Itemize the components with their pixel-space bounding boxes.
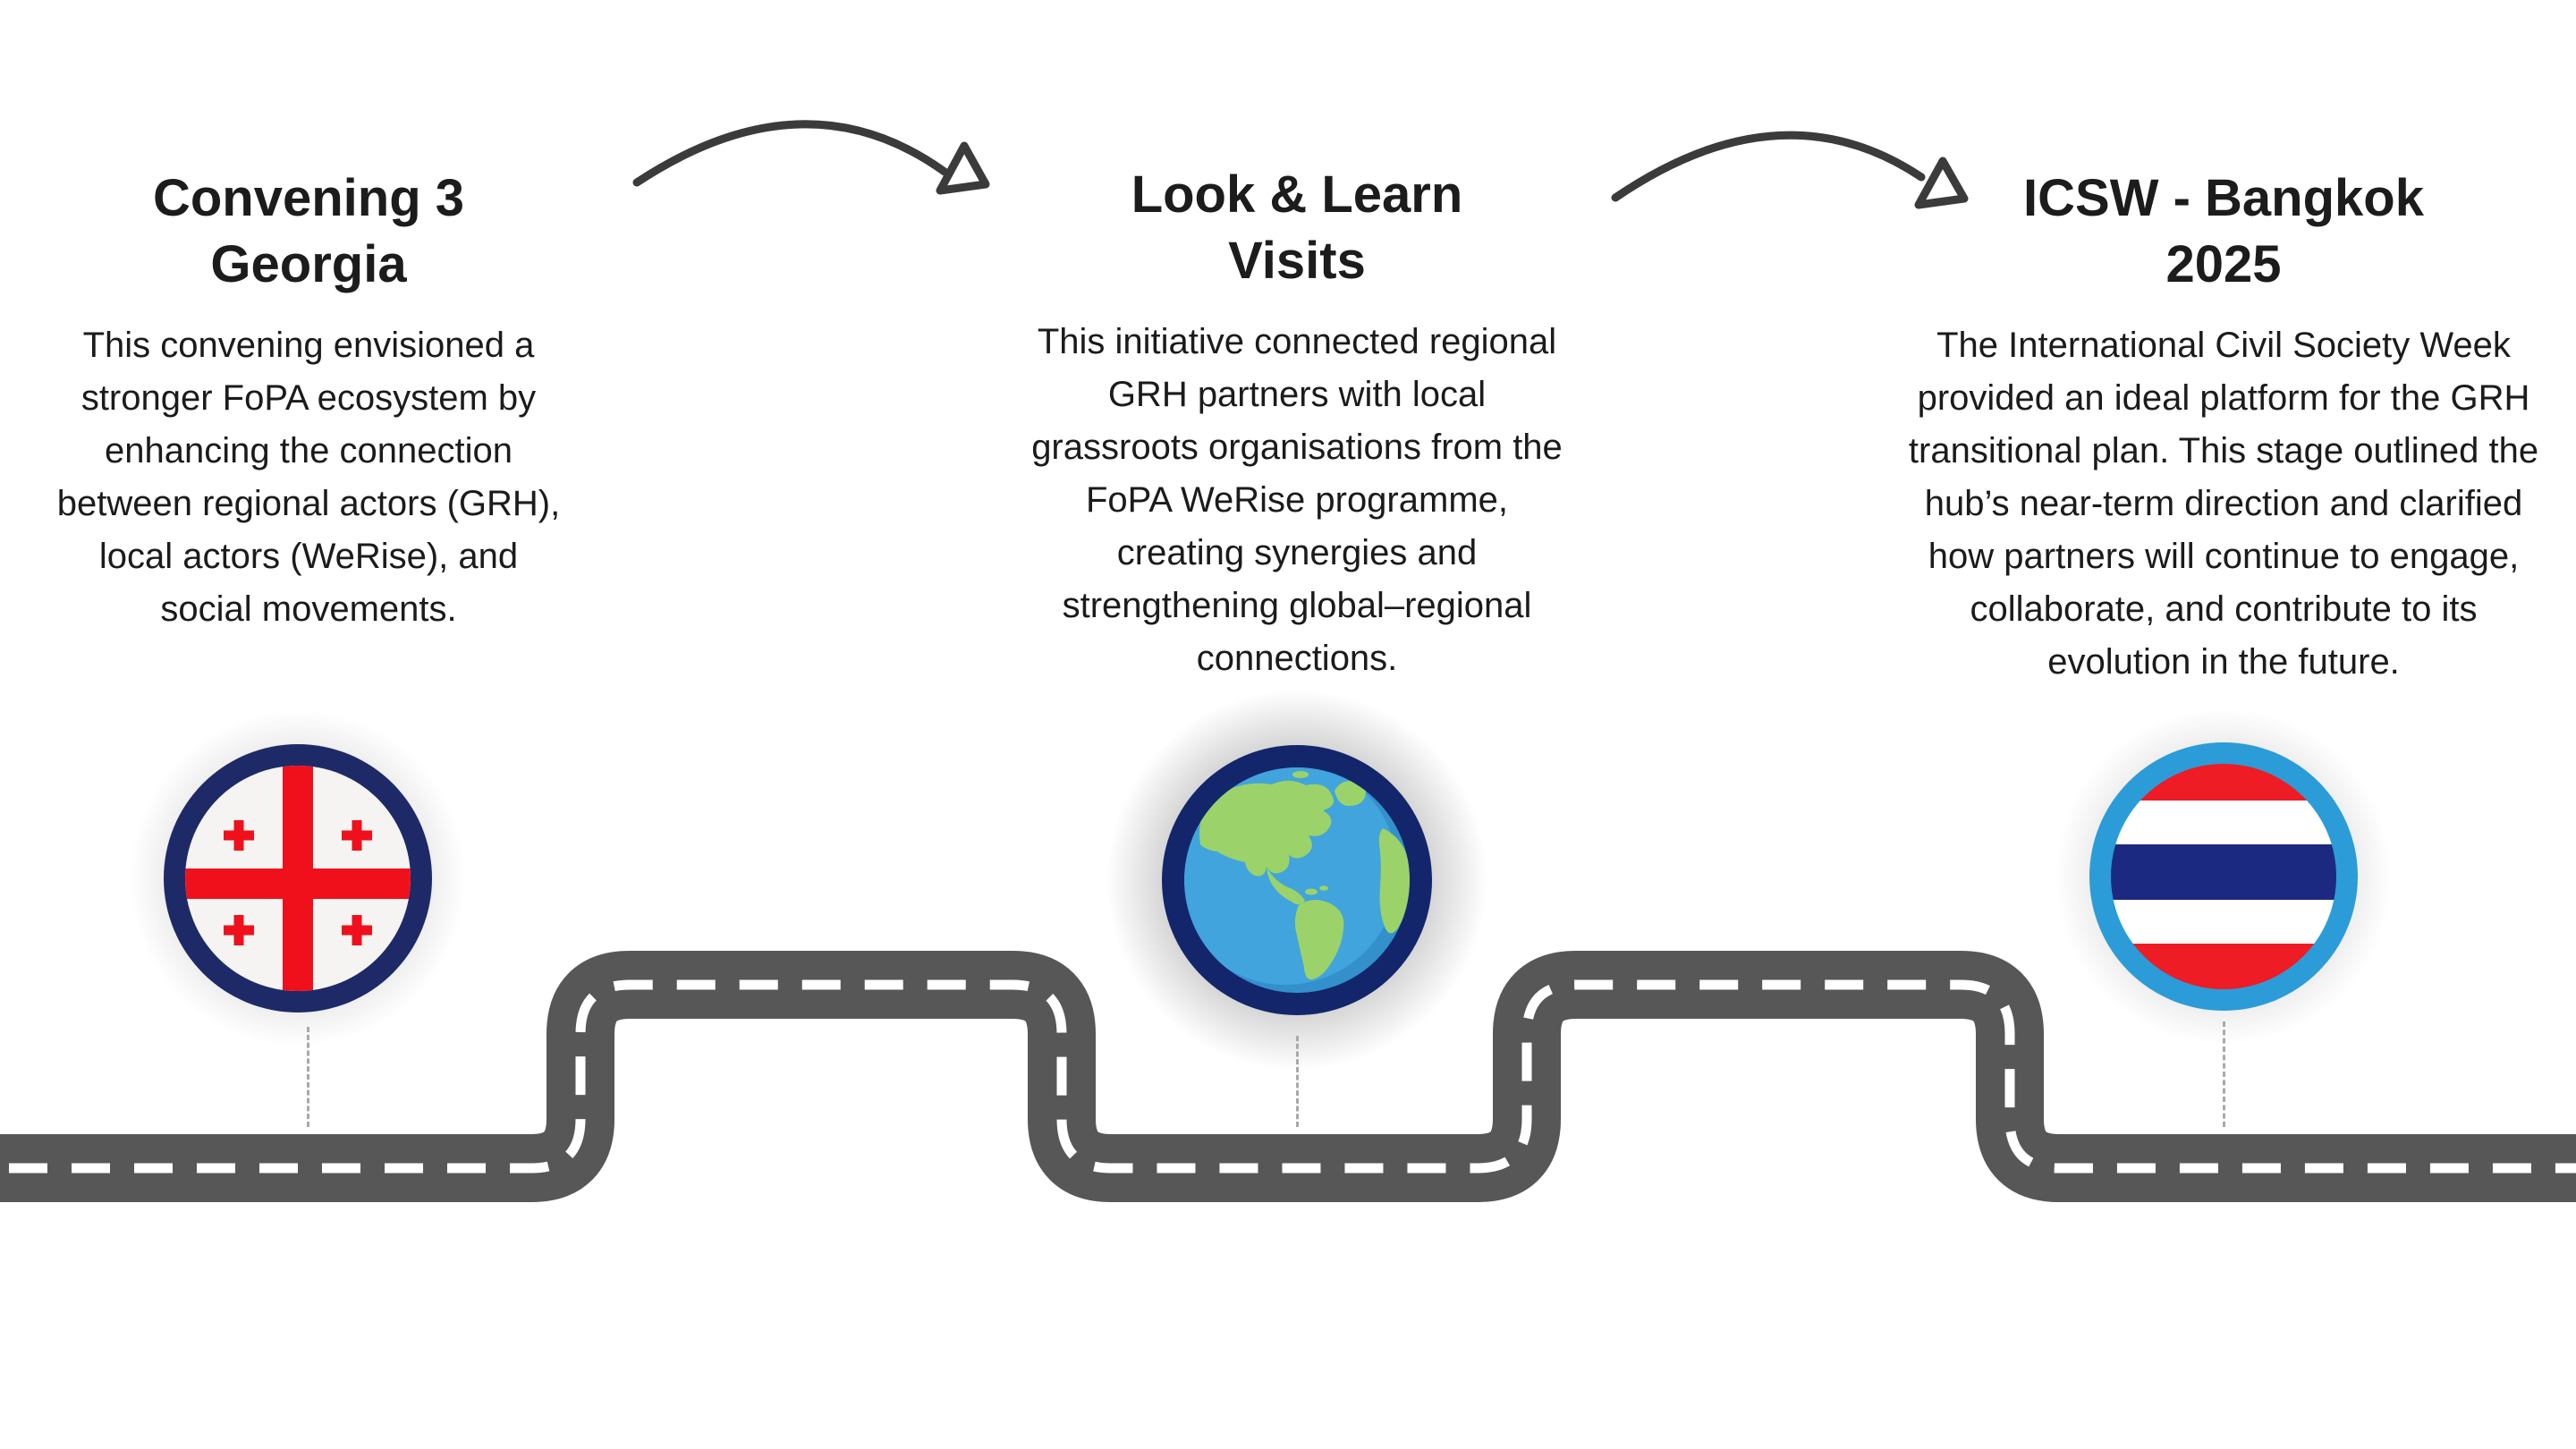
- milestone-title: Convening 3 Georgia: [22, 165, 595, 298]
- globe-north-island: [1292, 771, 1309, 778]
- milestone-title: Look & Learn Visits: [1011, 162, 1583, 294]
- globe-icon: [1162, 745, 1432, 1015]
- description-line: connections.: [1196, 639, 1398, 678]
- arrow-1-head: [936, 141, 990, 195]
- connector-line: [1296, 1036, 1299, 1127]
- description-line: evolution in the future.: [2047, 642, 2400, 682]
- milestone-column-2: Look & Learn Visits This initiative conn…: [1011, 162, 1583, 685]
- arrow-1: [632, 120, 990, 195]
- arrow-2-head: [1914, 157, 1969, 209]
- globe-central-america: [1267, 868, 1305, 905]
- connector-line: [307, 1027, 309, 1127]
- georgia-small-cross: [342, 915, 372, 945]
- georgia-flag-icon: [164, 744, 432, 1013]
- title-line: ICSW - Bangkok: [2023, 169, 2424, 227]
- description-line: This convening envisioned a: [82, 326, 535, 365]
- title-line: Visits: [1228, 232, 1366, 290]
- milestone-title: ICSW - Bangkok 2025: [1884, 165, 2563, 298]
- milestone-description: This convening envisioned a stronger FoP…: [22, 319, 595, 636]
- description-line: FoPA WeRise programme,: [1085, 480, 1508, 520]
- description-line: how partners will continue to engage,: [1928, 537, 2520, 576]
- thailand-flag-icon: [2089, 742, 2358, 1011]
- title-line: Georgia: [210, 235, 407, 293]
- description-line: provided an ideal platform for the GRH: [1917, 378, 2530, 418]
- description-line: collaborate, and contribute to its: [1970, 589, 2478, 629]
- arrow-1-arc: [632, 120, 949, 187]
- globe-caribbean-island: [1319, 886, 1328, 891]
- description-line: enhancing the connection: [105, 431, 513, 470]
- globe-north-america: [1199, 780, 1335, 877]
- arrow-2-arc: [1611, 131, 1926, 202]
- milestone-description: This initiative connected regional GRH p…: [1011, 316, 1583, 685]
- description-line: between regional actors (GRH),: [56, 484, 561, 523]
- road-centerline: [0, 979, 2576, 1174]
- georgia-small-cross: [342, 820, 372, 851]
- description-line: stronger FoPA ecosystem by: [80, 378, 537, 418]
- thailand-stripe-navy: [2111, 844, 2336, 900]
- thailand-stripe-white-bottom: [2111, 900, 2336, 944]
- thailand-stripe-white-top: [2111, 801, 2336, 844]
- connector-line: [2223, 1021, 2225, 1127]
- georgia-cross-horizontal: [185, 869, 411, 899]
- title-line: 2025: [2165, 235, 2282, 293]
- globe-south-america: [1294, 899, 1344, 980]
- description-line: GRH partners with local: [1107, 375, 1487, 414]
- description-line: hub’s near-term direction and clarified: [1924, 484, 2523, 523]
- milestone-description: The International Civil Society Week pro…: [1884, 319, 2563, 689]
- description-line: transitional plan. This stage outlined t…: [1908, 431, 2539, 470]
- georgia-small-cross: [224, 915, 254, 945]
- milestone-column-1: Convening 3 Georgia This convening envis…: [22, 165, 595, 636]
- description-line: grassroots organisations from the: [1031, 428, 1563, 467]
- description-line: strengthening global–regional: [1062, 586, 1532, 625]
- arrow-2: [1611, 131, 1969, 209]
- description-line: social movements.: [160, 589, 457, 629]
- description-line: creating synergies and: [1116, 533, 1478, 572]
- globe-greenland: [1335, 781, 1366, 806]
- milestone-column-3: ICSW - Bangkok 2025 The International Ci…: [1884, 165, 2563, 689]
- georgia-small-cross: [224, 820, 254, 851]
- globe-caribbean-island: [1305, 888, 1318, 895]
- globe-africa-sliver: [1378, 828, 1410, 934]
- description-line: local actors (WeRise), and: [98, 537, 519, 576]
- title-line: Look & Learn: [1131, 165, 1463, 224]
- description-line: The International Civil Society Week: [1936, 326, 2511, 365]
- title-line: Convening 3: [152, 169, 465, 227]
- description-line: This initiative connected regional: [1037, 322, 1557, 361]
